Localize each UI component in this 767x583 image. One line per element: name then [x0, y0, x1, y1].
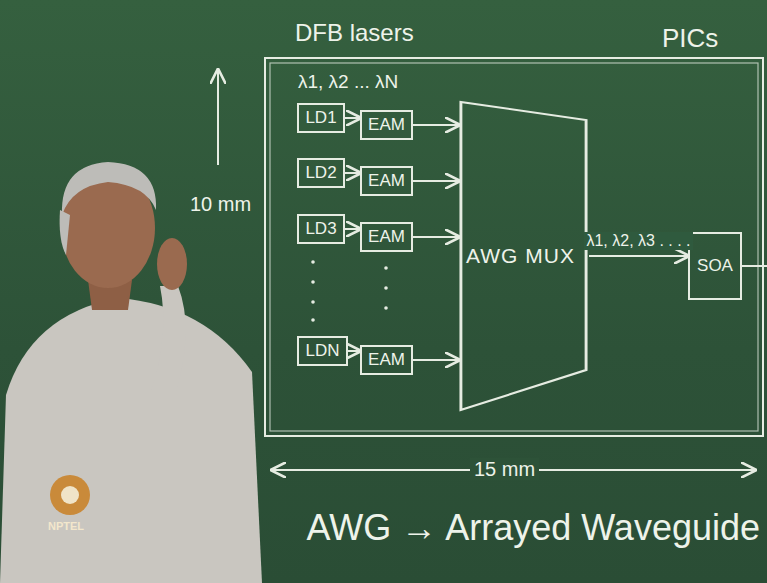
dimension-label: 10 mm	[190, 193, 251, 215]
node-text: AWG MUX	[458, 244, 589, 268]
ellipsis-dots	[311, 260, 388, 322]
chip-outline	[265, 58, 763, 436]
chip-outline-inner	[270, 63, 758, 431]
laser-diode-box: LD3	[297, 214, 345, 244]
connector-arrow	[413, 124, 459, 126]
node-text: SOA	[697, 256, 733, 276]
modulator-box: EAM	[360, 222, 413, 252]
connector-arrow	[345, 228, 360, 230]
heading: DFB lasers	[295, 20, 414, 46]
lecturer-figure	[0, 162, 262, 583]
node-text: LD3	[305, 219, 336, 239]
modulator-box: EAM	[360, 166, 413, 196]
connector-arrow	[413, 180, 459, 182]
note: AWG → Arrayed Waveguide	[307, 508, 761, 548]
connector-arrow	[589, 255, 688, 257]
node-text: EAM	[368, 171, 405, 191]
node-text: EAM	[368, 227, 405, 247]
connector-arrow	[345, 172, 360, 174]
wavelength-list: λ1, λ2 ... λN	[298, 72, 398, 93]
laser-diode-box: LD1	[297, 103, 345, 133]
dimension-arrow	[217, 70, 219, 165]
edge-label: λ1, λ2, λ3 . . . .	[584, 232, 692, 250]
node-text: EAM	[368, 350, 405, 370]
logo	[50, 475, 90, 515]
laser-diode-box: LDN	[297, 336, 348, 366]
node-text: LD2	[305, 163, 336, 183]
output-line	[742, 265, 767, 267]
watermark: NPTEL	[48, 520, 84, 532]
soa-box: SOA	[688, 232, 742, 300]
modulator-box: EAM	[360, 110, 413, 140]
laser-diode-box: LD2	[297, 158, 345, 188]
connector-arrow	[413, 236, 459, 238]
connector-arrow	[413, 359, 459, 361]
connector-arrow	[345, 117, 360, 119]
modulator-box: EAM	[360, 345, 413, 375]
node-text: LDN	[305, 341, 339, 361]
node-text: LD1	[305, 108, 336, 128]
node-text: EAM	[368, 115, 405, 135]
dimension-label: 15 mm	[470, 458, 539, 480]
heading: PICs	[662, 24, 718, 53]
connector-arrow	[348, 350, 360, 352]
awg-mux: AWG MUX	[458, 100, 589, 412]
